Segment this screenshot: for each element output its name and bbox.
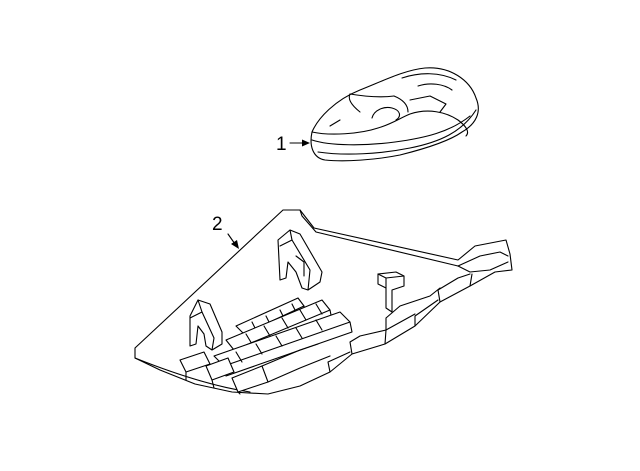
callout-2: 2 (212, 214, 239, 249)
rib-row-front (179, 343, 331, 395)
part-1-cover (310, 67, 479, 162)
callout-1: 1 (276, 134, 310, 155)
callout-1-arrowhead (302, 139, 310, 147)
callout-1-label: 1 (276, 134, 287, 155)
part-2-tray (134, 209, 513, 395)
callout-2-arrowhead (231, 240, 239, 249)
callout-2-label: 2 (212, 214, 223, 235)
